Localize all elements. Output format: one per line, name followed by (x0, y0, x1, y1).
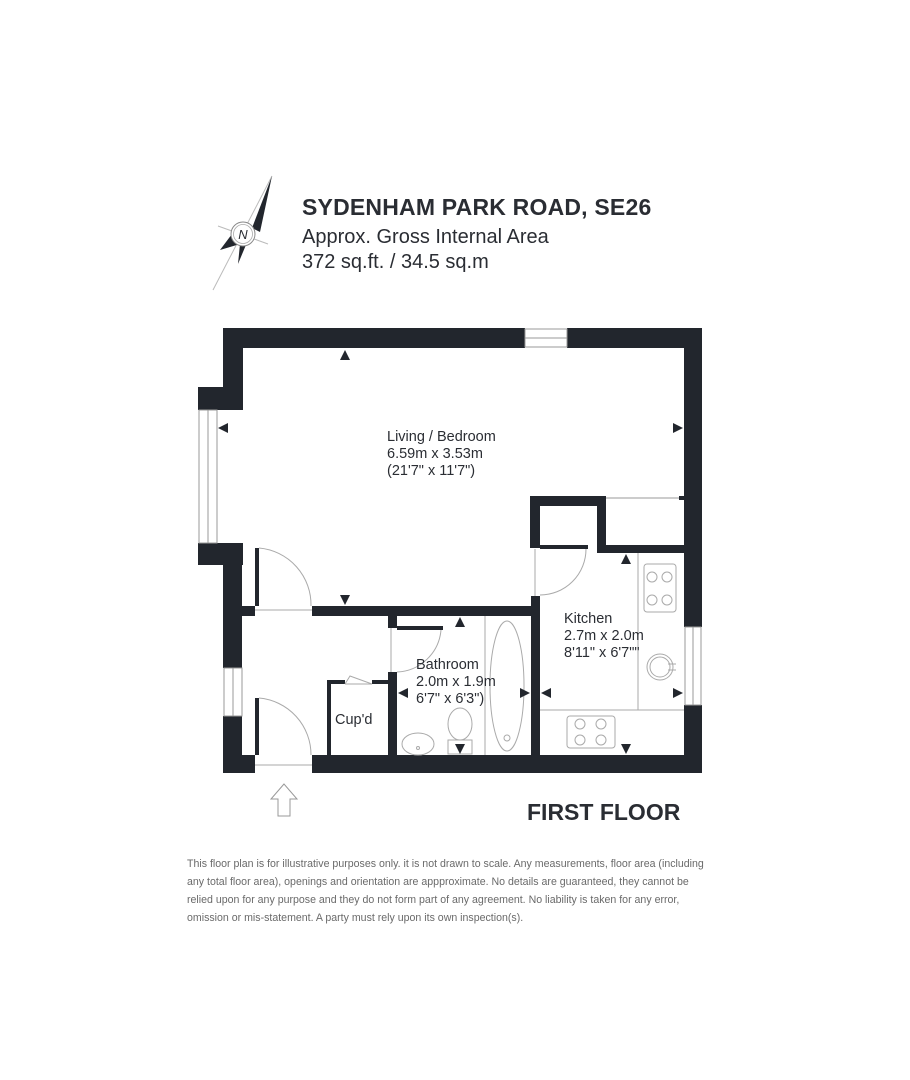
room-imperial: 6'7" x 6'3") (416, 691, 485, 707)
door-swings (255, 547, 587, 766)
room-bathroom: Bathroom 2.0m x 1.9m 6'7" x 6'3") (416, 657, 496, 708)
fixtures (401, 553, 684, 756)
room-metric: 2.7m x 2.0m (564, 628, 644, 644)
room-cupboard: Cup'd (335, 712, 372, 729)
floor-label: FIRST FLOOR (527, 799, 681, 825)
entrance-arrow-icon (269, 783, 299, 817)
room-name: Living / Bedroom (387, 429, 496, 445)
disclaimer-text: This floor plan is for illustrative purp… (187, 858, 704, 924)
gross-area: 372 sq.ft. / 34.5 sq.m (302, 251, 489, 273)
room-living-bedroom: Living / Bedroom 6.59m x 3.53m (21'7" x … (387, 429, 496, 480)
room-kitchen: Kitchen 2.7m x 2.0m 8'11" x 6'7"" (564, 611, 644, 662)
compass-letter: N (238, 227, 248, 242)
room-metric: 6.59m x 3.53m (387, 446, 483, 462)
room-imperial: 8'11" x 6'7"" (564, 645, 640, 661)
walls (198, 328, 702, 773)
room-metric: 2.0m x 1.9m (416, 674, 496, 690)
property-title: SYDENHAM PARK ROAD, SE26 (302, 194, 652, 220)
room-name: Cup'd (335, 712, 373, 728)
area-subtitle: Approx. Gross Internal Area (302, 226, 549, 248)
room-imperial: (21'7" x 11'7") (387, 463, 476, 479)
north-compass-icon: N (212, 175, 273, 291)
room-name: Kitchen (564, 611, 613, 627)
room-name: Bathroom (416, 657, 479, 673)
measurement-arrows (218, 350, 683, 754)
windows (198, 328, 702, 717)
